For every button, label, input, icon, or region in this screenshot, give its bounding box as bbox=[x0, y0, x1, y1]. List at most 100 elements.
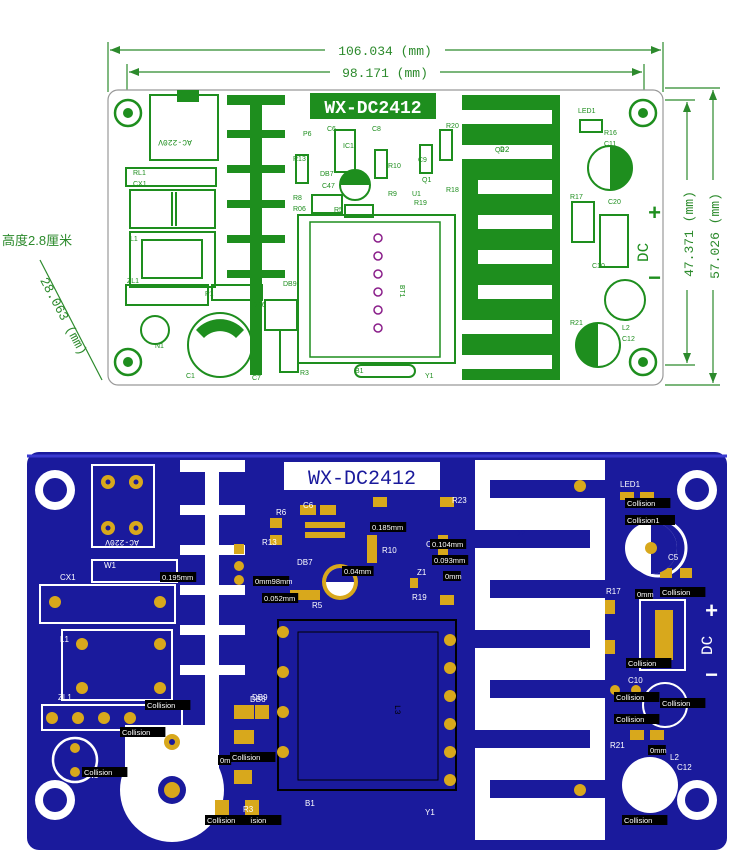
refdes-top-3: R20 bbox=[446, 123, 459, 130]
refdes-bottom-10: R17 bbox=[606, 587, 621, 596]
height-note: 高度2.8厘米 bbox=[2, 233, 72, 248]
clearance-tag-3: 0.093mm bbox=[434, 556, 465, 565]
clearance-tag-9-box bbox=[648, 745, 666, 755]
clearance-tag-10: 0m bbox=[220, 756, 230, 765]
collision-tag-11: Collision bbox=[662, 699, 690, 708]
dc-label-top: DC bbox=[635, 243, 653, 262]
refdes-top-14: R18 bbox=[446, 187, 459, 194]
refdes-top-36: R3 bbox=[300, 370, 309, 377]
plus-mark-bottom: + bbox=[705, 600, 718, 625]
clearance-tag-7-box bbox=[253, 576, 290, 586]
clearance-tag-9: 0mm bbox=[650, 746, 667, 755]
refdes-top-31: L2 bbox=[622, 325, 630, 332]
refdes-bottom-12: L1 bbox=[60, 635, 69, 644]
refdes-top-35: C7 bbox=[252, 375, 261, 382]
minus-mark-bottom: − bbox=[705, 664, 718, 689]
refdes-top-5: R16 bbox=[604, 130, 617, 137]
refdes-bottom-27: Y1 bbox=[425, 808, 435, 817]
clearance-tag-7: 0mm98mm bbox=[255, 577, 293, 586]
board-title-top: WX-DC2412 bbox=[324, 99, 421, 119]
plus-mark-top: + bbox=[648, 202, 661, 227]
collision-tag-2: Collision bbox=[84, 768, 112, 777]
refdes-top-20: R17 bbox=[570, 194, 583, 201]
clearance-tag-1-box bbox=[370, 522, 407, 532]
collision-tag-4: Collision bbox=[238, 816, 266, 825]
refdes-bottom-17: DB9 bbox=[252, 693, 268, 702]
refdes-bottom-9: R19 bbox=[412, 593, 427, 602]
refdes-top-10: C9 bbox=[418, 157, 427, 164]
refdes-bottom-11: C5 bbox=[668, 553, 679, 562]
height-inner-label: 47.371 (mm) bbox=[682, 191, 697, 277]
top-silkscreen-view: 106.034 (mm) 98.171 (mm) 57.026 (mm) 47.… bbox=[2, 41, 723, 386]
refdes-top-0: P6 bbox=[303, 131, 312, 138]
title-plate-bottom bbox=[284, 462, 440, 490]
collision-tag-0: Collision bbox=[147, 701, 175, 710]
refdes-bottom-3: LED1 bbox=[620, 480, 641, 489]
refdes-bottom-20: L2 bbox=[670, 753, 679, 762]
clearance-tag-0: 0.195mm bbox=[162, 573, 193, 582]
collision-tag-10: Collision bbox=[624, 816, 652, 825]
collision-tag-3: Collision bbox=[232, 753, 260, 762]
refdes-top-22: RL1 bbox=[133, 170, 146, 177]
bottom-copper-view: WX-DC2412 AC-220V + DC − D2 L3 R6C6R23LE… bbox=[27, 452, 727, 850]
refdes-top-39: Q2 bbox=[495, 147, 504, 154]
refdes-bottom-4: R13 bbox=[262, 538, 277, 547]
collision-tag-top-box bbox=[625, 498, 671, 508]
clearance-tag-2: 0.104mm bbox=[432, 540, 463, 549]
collision-tag-7-box bbox=[614, 714, 660, 724]
refdes-top-7: R13 bbox=[293, 156, 306, 163]
refdes-top-38: Y1 bbox=[425, 373, 434, 380]
clearance-tag-2-box bbox=[430, 539, 467, 549]
clearance-tag-1: 0.185mm bbox=[372, 523, 403, 532]
collision-tag-4-box bbox=[236, 815, 282, 825]
transformer-outline bbox=[277, 619, 457, 791]
width-outer-label: 106.034 (mm) bbox=[338, 44, 432, 59]
refdes-top-11: Q1 bbox=[422, 177, 431, 184]
ac-connector bbox=[91, 464, 155, 548]
refdes-top-4: LED1 bbox=[578, 108, 596, 115]
width-inner-label: 98.171 (mm) bbox=[342, 66, 428, 81]
refdes-top-15: R8 bbox=[293, 195, 302, 202]
collision-tag-6-box bbox=[626, 658, 672, 668]
refdes-bottom-2: R23 bbox=[452, 496, 467, 505]
collision-tag-11-box bbox=[660, 698, 706, 708]
d2-label-bottom: D2 bbox=[515, 529, 526, 539]
collision1-tag: Collision1 bbox=[627, 516, 660, 525]
refdes-top-23: CX1 bbox=[133, 181, 147, 188]
top-components bbox=[125, 90, 646, 380]
refdes-bottom-14: W1 bbox=[104, 561, 117, 570]
collision-tag-9-box bbox=[660, 587, 706, 597]
refdes-top-37: B1 bbox=[355, 368, 364, 375]
collision-tag-2-box bbox=[82, 767, 128, 777]
refdes-bottom-23: C1 bbox=[128, 811, 139, 820]
clearance-tag-8: 0mm bbox=[637, 590, 654, 599]
collision-tag-1: Collision bbox=[122, 728, 150, 737]
refdes-bottom-13: ZL1 bbox=[58, 693, 72, 702]
clearance-tag-8-box bbox=[635, 589, 653, 599]
transformer-core bbox=[297, 631, 439, 781]
clearance-tag-6: 0.052mm bbox=[264, 594, 295, 603]
ac-label-bottom: AC-220V bbox=[105, 537, 139, 546]
clearance-tag-10-box bbox=[218, 755, 232, 765]
d2-label-top: D2 bbox=[500, 146, 510, 155]
title-plate-top bbox=[310, 93, 436, 119]
mounting-holes-top bbox=[113, 98, 658, 377]
refdes-top-13: C47 bbox=[322, 183, 335, 190]
refdes-bottom-0: R6 bbox=[276, 508, 287, 517]
collision-tag-7: Collision bbox=[616, 715, 644, 724]
refdes-bottom-18: C10 bbox=[628, 676, 643, 685]
collision1-tag-box bbox=[625, 515, 675, 525]
refdes-top-33: N1 bbox=[155, 343, 164, 350]
clearance-tag-0-box bbox=[160, 572, 197, 582]
collision-tag-0-box bbox=[145, 700, 191, 710]
refdes-bottom-7: DB7 bbox=[297, 558, 313, 567]
refdes-top-9: R10 bbox=[388, 163, 401, 170]
dimension-arrows bbox=[110, 46, 717, 383]
refdes-bottom-28: R5 bbox=[312, 601, 323, 610]
ac-label-top: AC-220V bbox=[158, 137, 192, 146]
clearance-tag-5-box bbox=[443, 571, 461, 581]
t1-label-top: BT1 bbox=[397, 285, 405, 298]
collision-tag-9: Collision bbox=[662, 588, 690, 597]
refdes-top-30: R21 bbox=[570, 320, 583, 327]
